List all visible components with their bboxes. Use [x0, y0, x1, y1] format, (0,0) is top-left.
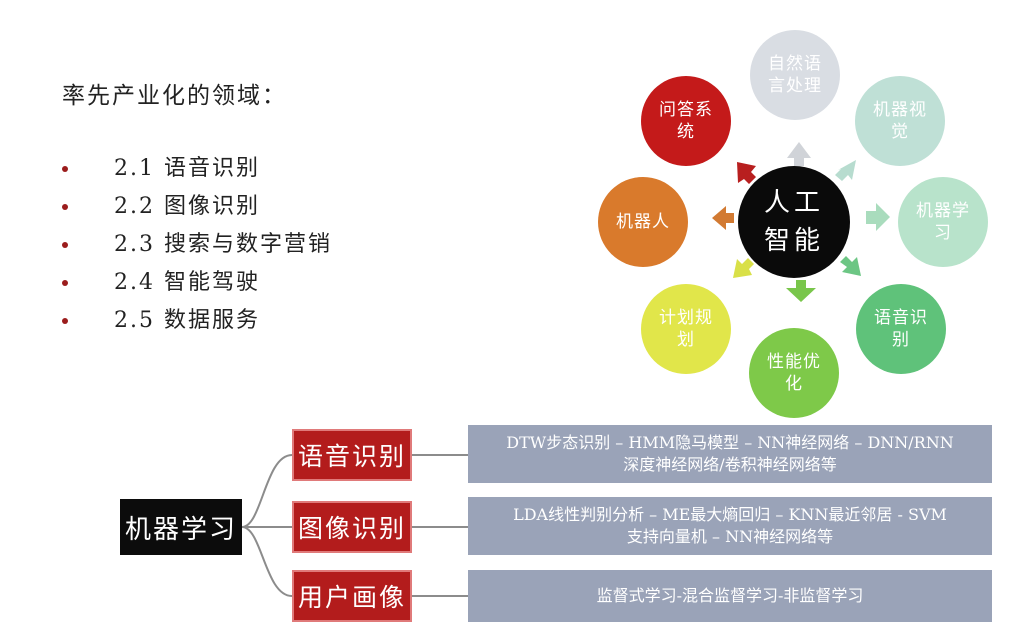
node-label-line1: 机器人 [616, 212, 670, 232]
hub-label-line2: 智能 [763, 226, 824, 256]
ml-root-node: 机器学习 [120, 499, 242, 555]
node-label-line1: 机器学 [916, 201, 970, 221]
bullet-dot-icon [62, 166, 68, 172]
category-connector [412, 454, 468, 456]
bullet-dot-icon [62, 318, 68, 324]
arrow-down-icon [786, 280, 816, 302]
node-label-line2: 言处理 [768, 76, 822, 96]
bullet-text: 2.2 图像识别 [114, 194, 260, 219]
node-machine-vision: 机器视 觉 [855, 76, 945, 166]
arrow-down-left-icon [733, 258, 754, 278]
arrow-left-icon [712, 206, 734, 230]
node-label-line2: 统 [677, 122, 695, 142]
node-label-line1: 自然语 [768, 54, 822, 74]
node-label-line2: 划 [677, 330, 695, 350]
node-nlp: 自然语 言处理 [750, 30, 840, 120]
detail-speech-recognition: DTW步态识别 – HMM隐马模型 – NN神经网络 – DNN/RNN 深度神… [468, 425, 992, 483]
connector-top [241, 454, 293, 528]
detail-line2: 支持向量机 – NN神经网络等 [626, 527, 834, 546]
bullet-text: 2.5 数据服务 [114, 308, 260, 333]
section-heading: 率先产业化的领域： [62, 83, 287, 109]
node-label-line1: 机器视 [873, 100, 927, 120]
bullet-dot-icon [62, 242, 68, 248]
bullet-text: 2.1 语音识别 [114, 156, 260, 181]
detail-line2: 深度神经网络/卷积神经网络等 [623, 455, 837, 474]
category-user-profiling: 用户画像 [292, 570, 412, 622]
node-planning: 计划规 划 [641, 284, 731, 374]
node-qa-system: 问答系 统 [641, 76, 731, 166]
node-label-line2: 别 [892, 330, 910, 350]
detail-line1: DTW步态识别 – HMM隐马模型 – NN神经网络 – DNN/RNN [506, 433, 954, 452]
bullet-text: 2.4 智能驾驶 [114, 270, 260, 295]
arrow-up-right-icon [835, 160, 856, 181]
detail-line1: 监督式学习-混合监督学习-非监督学习 [596, 586, 864, 605]
detail-line1: LDA线性判别分析 – ME最大熵回归 – KNN最近邻居 - SVM [513, 505, 947, 524]
node-performance-optimization: 性能优 化 [749, 328, 839, 418]
node-robot: 机器人 [598, 177, 688, 267]
connector-bottom [241, 526, 293, 597]
category-speech-recognition: 语音识别 [292, 429, 412, 481]
category-image-recognition: 图像识别 [292, 501, 412, 553]
arrow-up-icon [787, 142, 811, 166]
hub-label-line1: 人工 [763, 188, 824, 218]
node-label-line1: 性能优 [767, 352, 821, 372]
category-connector [412, 595, 468, 597]
bullet-text: 2.3 搜索与数字营销 [114, 232, 332, 257]
node-label-line1: 计划规 [659, 308, 713, 328]
node-label-line1: 问答系 [659, 100, 713, 120]
ai-hub-node: 人工 智能 [738, 166, 850, 278]
node-machine-learning: 机器学 习 [898, 177, 988, 267]
detail-user-profiling: 监督式学习-混合监督学习-非监督学习 [468, 570, 992, 622]
arrow-up-left-icon [737, 162, 756, 184]
node-label-line2: 化 [785, 374, 803, 394]
category-connector [412, 526, 468, 528]
node-label-line1: 语音识 [874, 308, 928, 328]
arrow-down-right-icon [840, 256, 861, 276]
arrow-right-icon [866, 203, 890, 231]
detail-image-recognition: LDA线性判别分析 – ME最大熵回归 – KNN最近邻居 - SVM 支持向量… [468, 497, 992, 555]
node-label-line2: 觉 [891, 122, 909, 142]
bullet-dot-icon [62, 204, 68, 210]
node-label-line2: 习 [934, 223, 952, 243]
node-speech-recognition: 语音识 别 [856, 284, 946, 374]
bullet-dot-icon [62, 280, 68, 286]
